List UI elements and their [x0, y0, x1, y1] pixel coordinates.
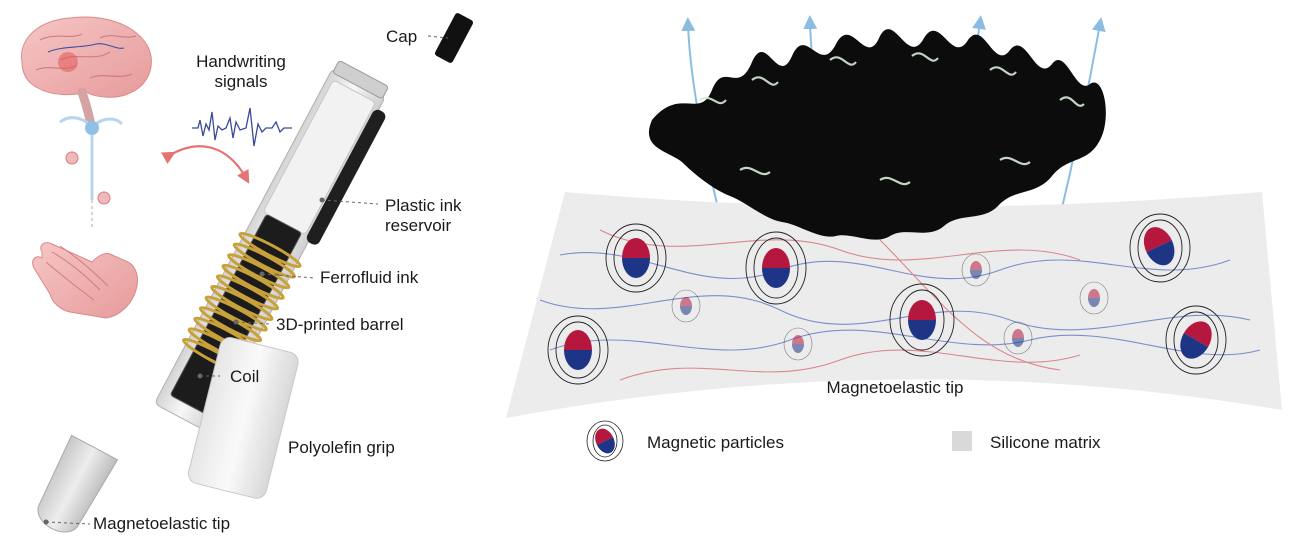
- reservoir-label: Plastic ink reservoir: [385, 196, 462, 236]
- magnetic-dipole-icon: [605, 223, 667, 293]
- barrel-label: 3D-printed barrel: [276, 315, 404, 334]
- handwriting-line-1: Handwriting: [196, 52, 286, 71]
- cap-label: Cap: [386, 27, 418, 46]
- ferrofluid-label: Ferrofluid ink: [320, 268, 419, 287]
- legend-dipole-icon: [586, 420, 624, 462]
- legend-particles-label: Magnetic particles: [647, 433, 785, 452]
- magnetic-dipole-icon: [547, 315, 609, 385]
- handwriting-signal: [161, 107, 292, 184]
- coil-label: Coil: [230, 367, 260, 386]
- reservoir-line-1: Plastic ink: [385, 196, 462, 215]
- matrix-label: Magnetoelastic tip: [826, 378, 964, 397]
- neuron-icon: [59, 116, 124, 230]
- legend-silicone-label: Silicone matrix: [990, 433, 1101, 452]
- pen-assembly-icon: [37, 13, 474, 533]
- magnetic-dipole-icon: [745, 231, 807, 305]
- handwriting-line-2: signals: [214, 72, 268, 91]
- polymer-chains: [539, 229, 1261, 381]
- brain-icon: [21, 16, 152, 135]
- grip-label: Polyolefin grip: [288, 438, 395, 457]
- legend-silicone-swatch: [952, 431, 972, 451]
- handwriting-label: Handwriting signals: [186, 52, 296, 92]
- reservoir-line-2: reservoir: [385, 216, 452, 235]
- leader-dots: [43, 197, 325, 525]
- leader-lines: [45, 35, 449, 525]
- tip-label: Magnetoelastic tip: [93, 514, 231, 533]
- magnetic-dipole-icon: [889, 283, 955, 357]
- ferrofluid-spikes-icon: [648, 29, 1106, 240]
- magnetic-dipole-icon: [1129, 213, 1191, 283]
- silicone-matrix-band: [506, 192, 1282, 418]
- hand-icon: [32, 242, 139, 319]
- magnetic-dipole-icon: [1165, 305, 1227, 375]
- dipoles: [547, 213, 1227, 385]
